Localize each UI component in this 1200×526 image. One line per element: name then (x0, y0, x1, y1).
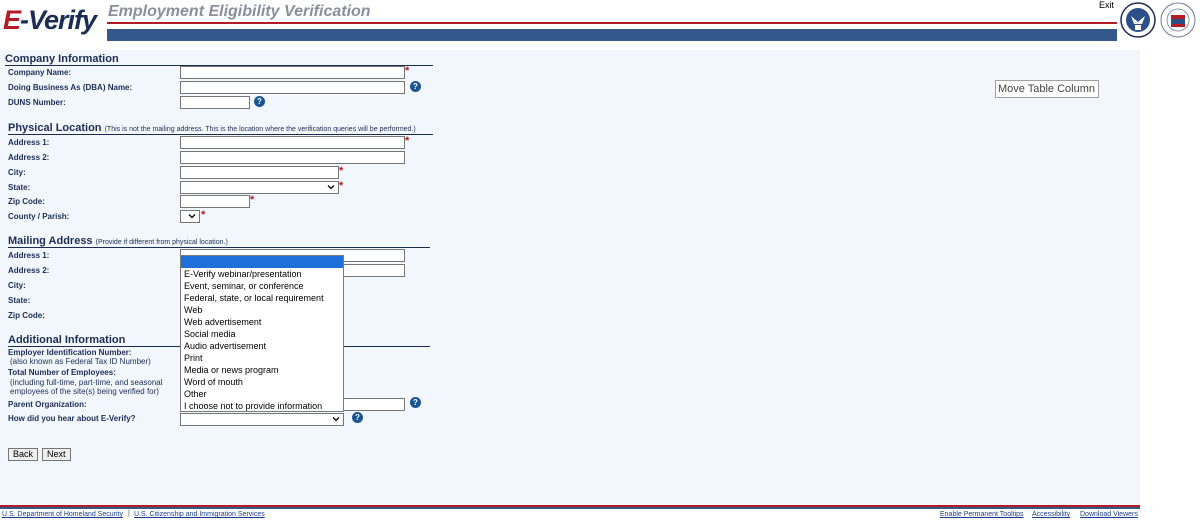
company-info-title: Company Information (5, 53, 119, 65)
logo-prefix: E (3, 5, 21, 35)
hear-option[interactable]: Media or news program (184, 365, 279, 375)
logo-rest: -Verify (20, 5, 97, 35)
hear-help-icon[interactable]: ? (352, 412, 363, 423)
ein-label: Employer Identification Number: (8, 348, 132, 357)
footer-dhs-link[interactable]: U.S. Department of Homeland Security (2, 511, 123, 518)
duns-label: DUNS Number: (8, 98, 66, 107)
mailing-address-title: Mailing Address (Provide if different fr… (8, 235, 228, 247)
employees-label: Total Number of Employees: (8, 368, 116, 377)
everify-logo: E-Verify (0, 2, 100, 36)
duns-input[interactable] (180, 96, 250, 109)
phys-state-label: State: (8, 183, 31, 192)
uscis-seal-icon (1160, 2, 1196, 38)
chevron-down-icon (188, 214, 196, 219)
hear-option[interactable]: Other (184, 389, 207, 399)
header-blue-bar (107, 29, 1117, 41)
phys-city-input[interactable] (180, 166, 339, 179)
company-info-rule (5, 65, 433, 66)
additional-info-title: Additional Information (8, 334, 126, 346)
hear-option[interactable]: Audio advertisement (184, 341, 267, 351)
hear-dropdown-list: E-Verify webinar/presentation Event, sem… (180, 255, 344, 412)
exit-link[interactable]: Exit (1099, 0, 1115, 10)
hear-option[interactable]: I choose not to provide information (184, 401, 323, 411)
phys-address2-label: Address 2: (8, 153, 50, 162)
physical-location-title: Physical Location (This is not the maili… (8, 122, 416, 134)
company-name-label: Company Name: (8, 68, 72, 77)
phys-address1-label: Address 1: (8, 138, 50, 147)
phys-address2-input[interactable] (180, 151, 405, 164)
page-header: E-Verify Employment Eligibility Verifica… (0, 0, 1200, 50)
physical-location-title-text: Physical Location (8, 122, 102, 134)
dba-label: Doing Business As (DBA) Name: (8, 83, 133, 92)
chevron-down-icon (327, 185, 335, 190)
header-red-rule (107, 22, 1117, 24)
phys-address1-input[interactable] (180, 136, 405, 149)
physical-location-note: (This is not the mailing address. This i… (104, 126, 416, 133)
hear-label: How did you hear about E-Verify? (8, 414, 136, 423)
phys-zip-label: Zip Code: (8, 197, 45, 206)
hear-option[interactable]: E-Verify webinar/presentation (184, 269, 302, 279)
physical-location-rule (8, 134, 433, 135)
back-button[interactable]: Back (8, 448, 39, 461)
dhs-seal-icon (1120, 2, 1156, 38)
required-marker: * (201, 209, 206, 221)
footer-uscis-link[interactable]: U.S. Citizenship and Immigration Service… (134, 511, 265, 518)
mailing-address-note: (Provide if different from physical loca… (95, 239, 228, 246)
mail-address2-label: Address 2: (8, 266, 50, 275)
mail-address1-label: Address 1: (8, 251, 50, 260)
employees-sublabel-2: employees of the site(s) being verified … (10, 387, 159, 396)
phys-state-select[interactable] (180, 181, 339, 194)
hear-option[interactable]: Web advertisement (184, 317, 262, 327)
ein-sublabel: (also known as Federal Tax ID Number) (10, 357, 151, 366)
hear-option[interactable]: Social media (184, 329, 236, 339)
phys-city-label: City: (8, 168, 26, 177)
dba-help-icon[interactable]: ? (410, 81, 421, 92)
parent-org-label: Parent Organization: (8, 400, 87, 409)
footer-red-rule (0, 505, 1140, 507)
required-marker: * (339, 165, 344, 177)
footer-tooltips-link[interactable]: Enable Permanent Tooltips (940, 511, 1024, 518)
hear-option[interactable]: Federal, state, or local requirement (184, 293, 324, 303)
footer-viewers-link[interactable]: Download Viewers (1080, 511, 1138, 518)
next-button[interactable]: Next (42, 448, 71, 461)
mailing-address-title-text: Mailing Address (8, 235, 93, 247)
footer-separator: | (128, 510, 130, 517)
mail-city-label: City: (8, 281, 26, 290)
company-name-input[interactable] (180, 66, 405, 79)
required-marker: * (250, 194, 255, 206)
hear-option[interactable] (181, 256, 343, 268)
phys-zip-input[interactable] (180, 195, 250, 208)
footer-blue-rule (0, 507, 1140, 509)
hear-option[interactable]: Print (184, 353, 203, 363)
chevron-down-icon (332, 417, 340, 422)
everify-logo-text: E-Verify (3, 5, 97, 36)
required-marker: * (405, 135, 410, 147)
duns-help-icon[interactable]: ? (254, 96, 265, 107)
phys-county-select[interactable] (180, 210, 200, 223)
employees-sublabel-1: (including full-time, part-time, and sea… (10, 378, 163, 387)
dba-input[interactable] (180, 81, 405, 94)
parent-org-help-icon[interactable]: ? (410, 397, 421, 408)
phys-county-label: County / Parish: (8, 212, 70, 221)
mail-state-label: State: (8, 296, 31, 305)
footer-accessibility-link[interactable]: Accessibility (1032, 511, 1071, 518)
required-marker: * (339, 180, 344, 192)
mailing-address-rule (8, 247, 430, 248)
hear-select[interactable] (180, 413, 344, 426)
hear-option[interactable]: Word of mouth (184, 377, 243, 387)
hear-option[interactable]: Web (184, 305, 203, 315)
move-table-column-tooltip: Move Table Column (995, 80, 1099, 98)
mail-zip-label: Zip Code: (8, 311, 45, 320)
content-area (0, 50, 1140, 505)
required-marker: * (405, 65, 410, 77)
app-title: Employment Eligibility Verification (108, 3, 371, 20)
hear-option[interactable]: Event, seminar, or conference (184, 281, 304, 291)
